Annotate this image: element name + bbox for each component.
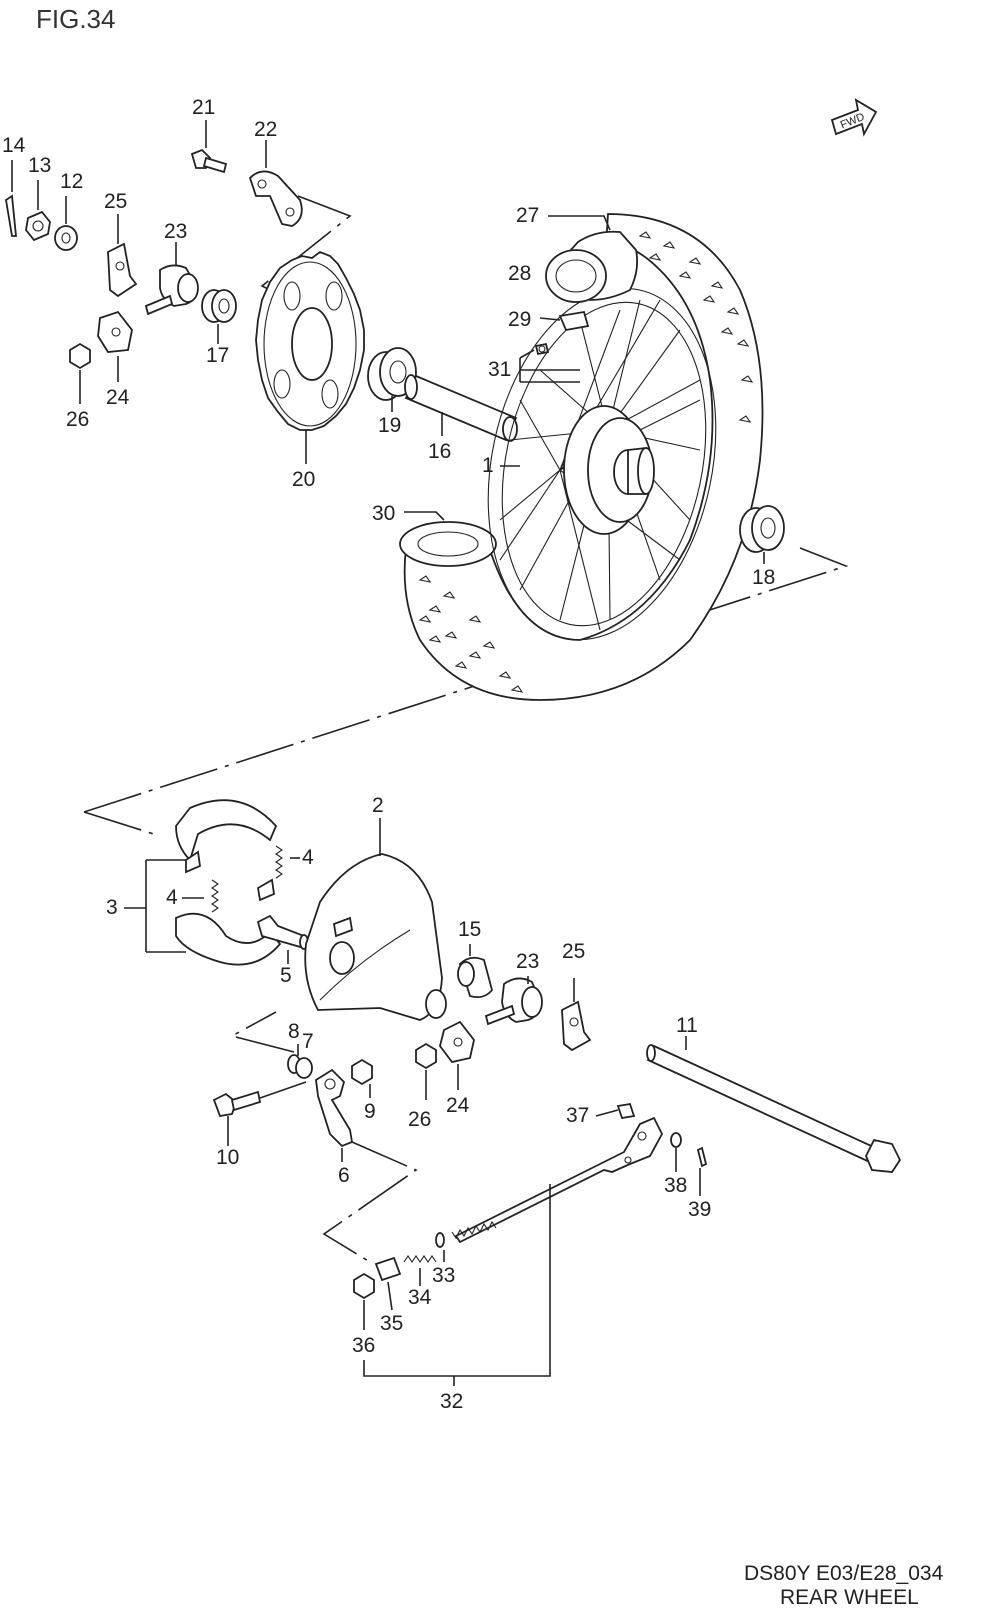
assembly-line <box>322 1141 418 1263</box>
callout-19: 19 <box>378 414 401 437</box>
callout-21: 21 <box>192 96 215 119</box>
callout-3: 3 <box>106 896 118 919</box>
callout-35: 35 <box>380 1312 403 1335</box>
cotter-pin-part <box>5 160 17 237</box>
return-spring-part <box>403 1255 437 1263</box>
brake-spring-part <box>211 845 283 913</box>
brake-rod-joint-part <box>374 1256 402 1282</box>
assembly-line <box>229 1011 295 1053</box>
nut-part <box>351 1058 373 1086</box>
diagram-name: REAR WHEEL <box>780 1586 919 1609</box>
callout-23: 23 <box>516 950 539 973</box>
washer-part <box>287 1054 313 1079</box>
callout-6: 6 <box>338 1164 350 1187</box>
adjuster-block-part <box>97 310 133 382</box>
brake-shoe-part <box>175 799 282 966</box>
nut-part <box>415 1042 437 1070</box>
washer-part <box>670 1132 682 1148</box>
callout-39: 39 <box>688 1198 711 1221</box>
adjusting-nut-part <box>353 1272 375 1300</box>
bolt-part <box>212 1081 307 1118</box>
assembly-line <box>83 811 161 837</box>
lock-washer-part <box>248 140 303 227</box>
callout-9: 9 <box>364 1100 376 1123</box>
collar-part <box>457 956 493 999</box>
callout-34: 34 <box>408 1286 432 1309</box>
callout-31: 31 <box>488 358 511 381</box>
fwd-arrow-icon: FWD <box>830 98 878 137</box>
callout-20: 20 <box>292 468 315 491</box>
callout-2: 2 <box>372 794 384 817</box>
callout-36: 36 <box>352 1334 375 1357</box>
callout-8: 8 <box>288 1020 300 1043</box>
callout-11: 11 <box>676 1014 698 1037</box>
callout-15: 15 <box>458 918 481 941</box>
bolt-part <box>616 1102 636 1120</box>
callout-29: 29 <box>508 308 531 331</box>
callout-38: 38 <box>664 1174 687 1197</box>
wheel-hub-part <box>563 405 655 535</box>
axle-collar-bolt-part <box>144 242 199 316</box>
callout-13: 13 <box>28 154 51 177</box>
brake-cam-lever-part <box>315 1068 354 1148</box>
inner-tube-part <box>545 230 639 332</box>
callout-17: 17 <box>206 344 229 367</box>
diagram-code: DS80Y E03/E28_034 <box>744 1562 944 1585</box>
brake-panel-part <box>304 853 447 1021</box>
figure-title: FIG.34 <box>36 4 115 34</box>
callout-27: 27 <box>516 204 539 227</box>
chain-adjuster-part <box>107 214 138 298</box>
callout-24: 24 <box>106 386 130 409</box>
callout-23: 23 <box>164 220 187 243</box>
callout-26: 26 <box>66 408 89 431</box>
spacer-part <box>201 289 237 344</box>
callout-37: 37 <box>566 1104 589 1127</box>
callout-10: 10 <box>216 1146 239 1169</box>
washer-part <box>54 196 78 251</box>
callout-33: 33 <box>432 1264 455 1287</box>
rear-sprocket-part <box>255 250 365 464</box>
bearing-part <box>739 505 785 564</box>
cotter-pin-part <box>696 1146 708 1168</box>
callout-18: 18 <box>752 566 775 589</box>
rear-axle-part <box>646 1044 902 1173</box>
callout-16: 16 <box>428 440 451 463</box>
callout-5: 5 <box>280 964 292 987</box>
callout-25: 25 <box>562 940 585 963</box>
assembly-line <box>83 547 849 813</box>
callout-4: 4 <box>302 846 314 869</box>
sprocket-bolt-part <box>190 120 228 174</box>
castle-nut-part <box>25 180 51 242</box>
callout-32: 32 <box>440 1390 463 1413</box>
tire-part <box>399 213 764 701</box>
nut-part <box>69 342 91 404</box>
adjuster-block-part <box>439 1020 475 1064</box>
callout-1: 1 <box>482 454 494 477</box>
chain-adjuster-part <box>561 1000 592 1052</box>
callout-7: 7 <box>302 1030 314 1053</box>
washer-part <box>435 1232 445 1248</box>
callout-26: 26 <box>408 1108 431 1131</box>
callout-30: 30 <box>372 502 395 525</box>
spacer-tube-part <box>404 374 518 442</box>
spoke-nipple-part <box>534 342 550 356</box>
callout-12: 12 <box>60 170 83 193</box>
callout-28: 28 <box>508 262 531 285</box>
callout-14: 14 <box>2 134 26 157</box>
callout-22: 22 <box>254 118 277 141</box>
callout-24: 24 <box>446 1094 470 1117</box>
callout-4: 4 <box>166 886 178 909</box>
callout-25: 25 <box>104 190 127 213</box>
axle-collar-bolt-part <box>484 977 543 1026</box>
rim-part <box>487 287 717 641</box>
brake-rod-part <box>451 1116 664 1244</box>
